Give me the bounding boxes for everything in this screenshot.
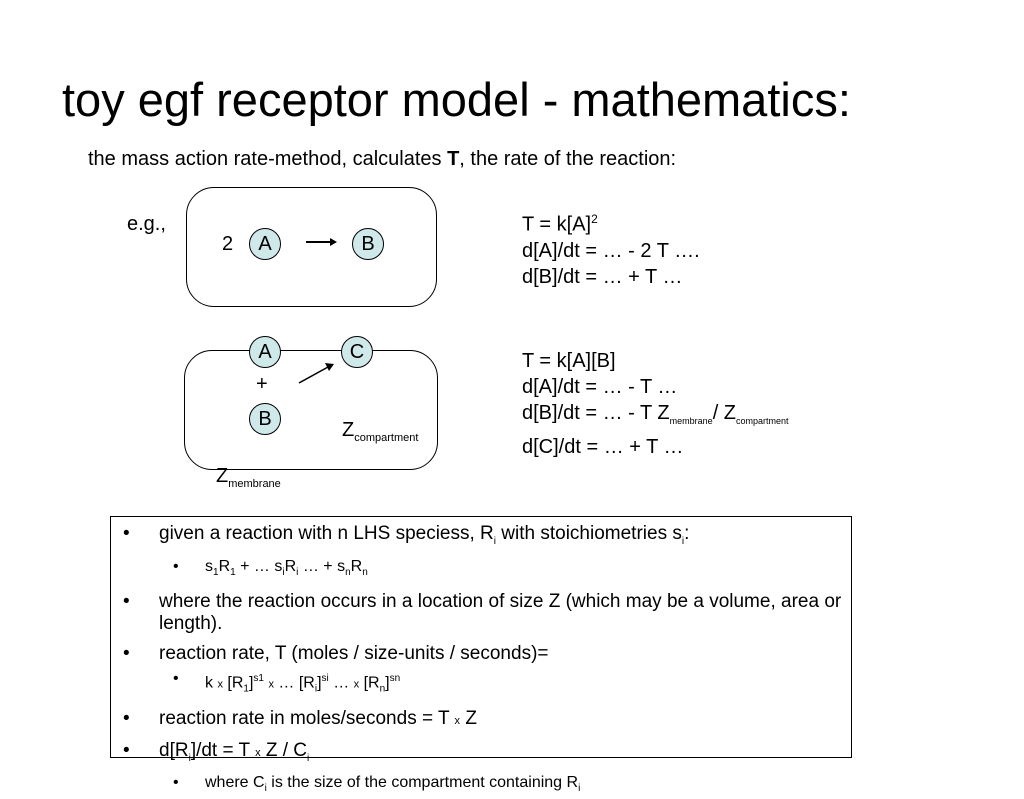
subtitle: the mass action rate-method, calculates …	[88, 146, 676, 172]
bullet-reaction-definition: given a reaction with n LHS speciess, Ri…	[111, 523, 851, 553]
explanation-panel: given a reaction with n LHS speciess, Ri…	[110, 516, 852, 794]
bullet-derivative: d[Ri]/dt = T x Z / Ci	[111, 740, 851, 770]
bullet-rate-moles: reaction rate in moles/seconds = T x Z	[111, 708, 851, 732]
stoichiometry-coefficient: 2	[222, 233, 234, 255]
z-compartment-label: Zcompartment	[342, 419, 419, 444]
subtitle-text: the mass action rate-method, calculates	[88, 148, 448, 170]
species-node-c: C	[341, 336, 373, 368]
bullet-reaction-rate: reaction rate, T (moles / size-units / s…	[111, 643, 851, 665]
species-node-b: B	[249, 403, 281, 435]
eg-label: e.g.,	[127, 213, 166, 235]
bullet-location-size: where the reaction occurs in a location …	[111, 591, 851, 635]
reaction-arrow-icon	[298, 363, 334, 384]
bullet-rate-formula: k x [R1]s1 x … [Ri]si … x [Rn]sn	[111, 669, 851, 700]
reaction-arrow-icon	[306, 238, 337, 246]
dbdt-equation: d[B]/dt = … + T …	[522, 265, 683, 288]
equations-2: T = k[A][B] d[A]/dt = … - T … d[B]/dt = …	[522, 348, 789, 460]
page-title: toy egf receptor model - mathematics:	[62, 73, 851, 126]
z-membrane-label: Zmembrane	[216, 465, 281, 490]
species-node-a: A	[249, 228, 281, 260]
rate-equation: T = k[A][B]	[522, 350, 616, 372]
reaction-box-1	[186, 187, 437, 307]
subtitle-bold: T	[447, 148, 460, 170]
dadt-equation: d[A]/dt = … - T …	[522, 376, 678, 398]
bullet-reaction-form: s1R1 + … siRi … + snRn	[111, 557, 851, 583]
bullet-compartment-size: where Ci is the size of the compartment …	[111, 773, 851, 799]
species-node-b: B	[352, 228, 384, 260]
plus-sign: +	[256, 373, 268, 395]
dbdt-equation: d[B]/dt = … - T Zmembrane/ Zcompartment	[522, 402, 789, 426]
dadt-equation: d[A]/dt = … - 2 T ….	[522, 239, 700, 262]
rate-equation: T = k[A]2	[522, 212, 598, 236]
species-node-a: A	[249, 336, 281, 368]
dcdt-equation: d[C]/dt = … + T …	[522, 436, 684, 458]
equations-1: T = k[A]2 d[A]/dt = … - 2 T …. d[B]/dt =…	[522, 206, 700, 290]
subtitle-text-end: , the rate of the reaction:	[459, 148, 677, 170]
reaction-box-2	[184, 350, 438, 470]
